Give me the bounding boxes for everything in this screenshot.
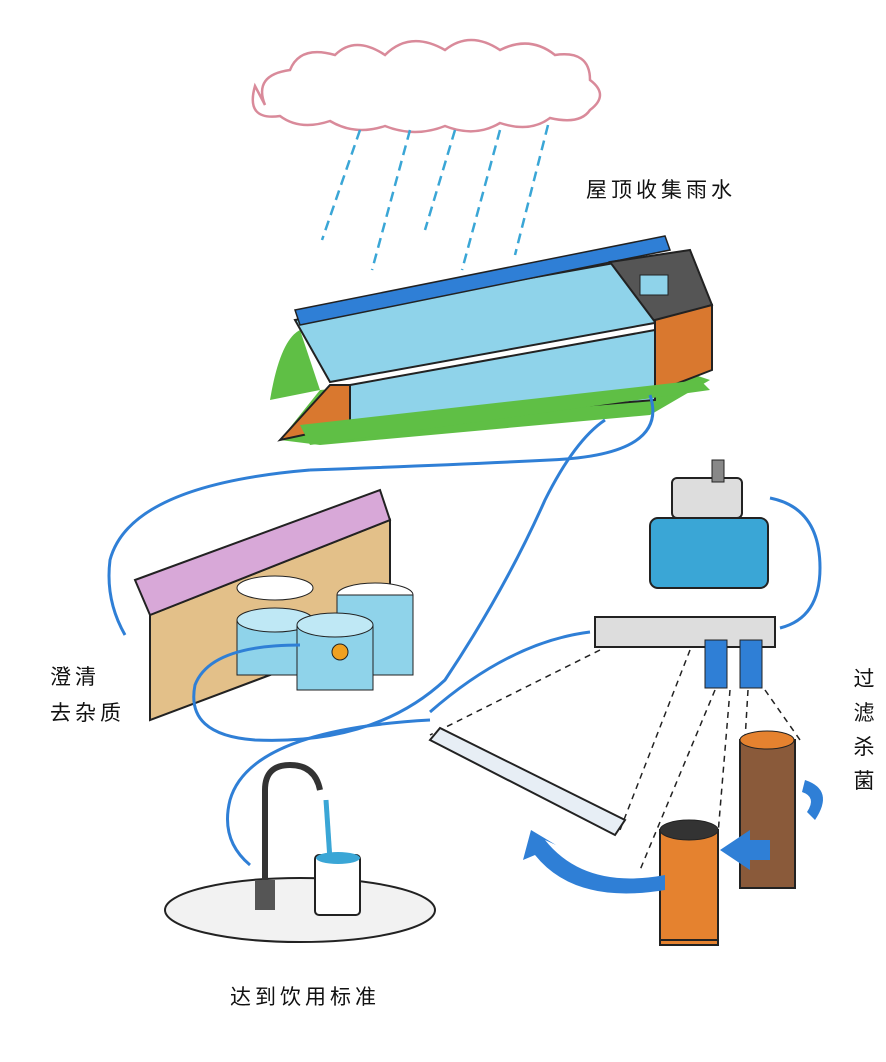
label-filter-char: 杀 — [853, 735, 875, 759]
greenhouse-roof — [270, 235, 714, 445]
water-flow-arrows — [107, 394, 822, 867]
label-filter-char: 菌 — [853, 769, 875, 793]
label-clarify-line1: 澄清 — [50, 665, 100, 689]
rotation-arrows — [523, 780, 823, 894]
label-roof-collect: 屋顶收集雨水 — [586, 178, 736, 202]
cloud-icon — [251, 38, 602, 134]
label-drinkable: 达到饮用标准 — [230, 985, 380, 1009]
label-filter-char: 过 — [853, 667, 875, 691]
label-filter: 过 滤 杀 菌 — [852, 662, 876, 798]
settling-tanks — [133, 488, 414, 722]
rain-drops — [320, 124, 550, 271]
label-clarify-line2: 去杂质 — [50, 701, 125, 725]
label-filter-char: 滤 — [853, 701, 875, 725]
filter-assembly — [428, 616, 801, 946]
drinking-station — [164, 761, 436, 943]
pump — [649, 459, 769, 589]
